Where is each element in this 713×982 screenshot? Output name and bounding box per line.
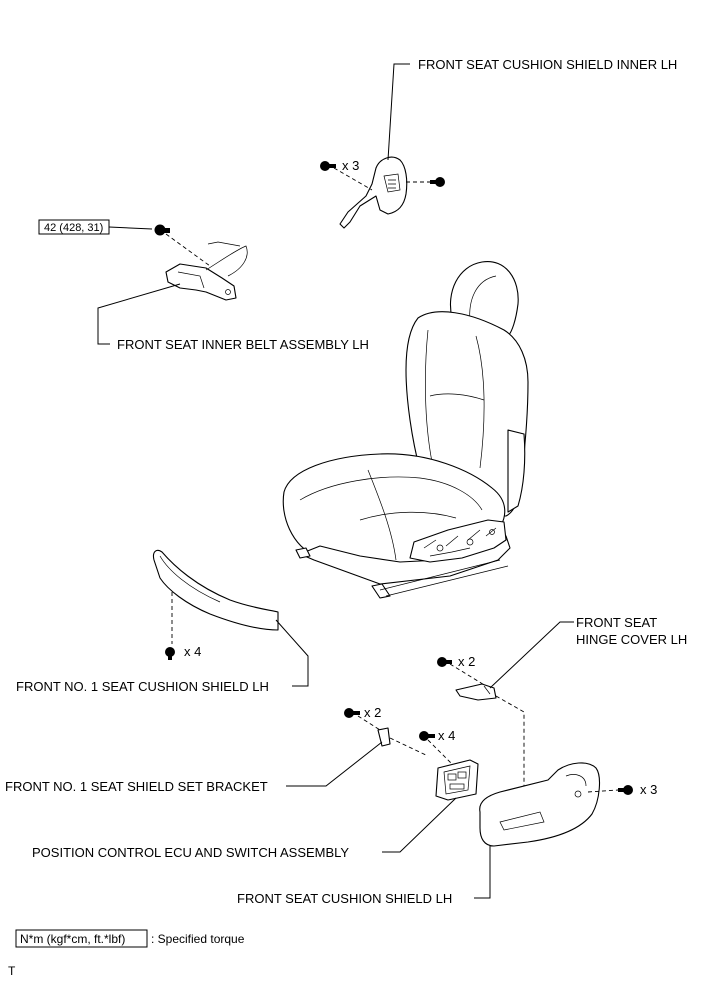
cushion-shield-part — [479, 762, 601, 847]
bolt-icon — [154, 224, 170, 236]
hinge-cover-part — [455, 683, 497, 701]
shield-set-bracket-part — [377, 727, 391, 747]
label-position-ecu: POSITION CONTROL ECU AND SWITCH ASSEMBLY — [32, 845, 349, 860]
label-cushion-shield: FRONT SEAT CUSHION SHIELD LH — [237, 891, 452, 906]
no1-cushion-shield-part — [152, 549, 279, 631]
legend-description: : Specified torque — [151, 932, 245, 946]
torque-value: 42 (428, 31) — [44, 222, 103, 234]
label-shield-set-bracket: FRONT NO. 1 SEAT SHIELD SET BRACKET — [5, 779, 268, 794]
qty-no1-shield-screws: x 4 — [184, 644, 201, 659]
label-cushion-shield-inner: FRONT SEAT CUSHION SHIELD INNER LH — [418, 57, 677, 72]
inner-belt-part — [165, 241, 248, 301]
bolt-icon — [344, 708, 360, 718]
front-seat — [282, 261, 529, 599]
label-hinge-cover-line1: FRONT SEAT — [576, 615, 657, 630]
bolt-icon — [430, 177, 445, 187]
bolt-icon — [165, 647, 175, 660]
cushion-shield-inner-part — [339, 156, 408, 229]
footer-mark: T — [8, 964, 16, 978]
legend-units: N*m (kgf*cm, ft.*lbf) — [20, 932, 125, 946]
bolt-icon — [437, 657, 452, 667]
qty-hinge-cover-screws: x 2 — [458, 654, 475, 669]
qty-inner-shield-screws: x 3 — [342, 158, 359, 173]
bolt-icon — [419, 731, 435, 741]
label-inner-belt: FRONT SEAT INNER BELT ASSEMBLY LH — [117, 337, 369, 352]
qty-cushion-shield-screws: x 3 — [640, 782, 657, 797]
position-ecu-part — [435, 759, 479, 801]
qty-bracket-screws: x 2 — [364, 705, 381, 720]
label-hinge-cover-line2: HINGE COVER LH — [576, 632, 687, 647]
bolt-icon — [320, 161, 336, 171]
bolt-icon — [618, 785, 633, 795]
qty-ecu-screws: x 4 — [438, 728, 455, 743]
label-no1-cushion-shield: FRONT NO. 1 SEAT CUSHION SHIELD LH — [16, 679, 269, 694]
